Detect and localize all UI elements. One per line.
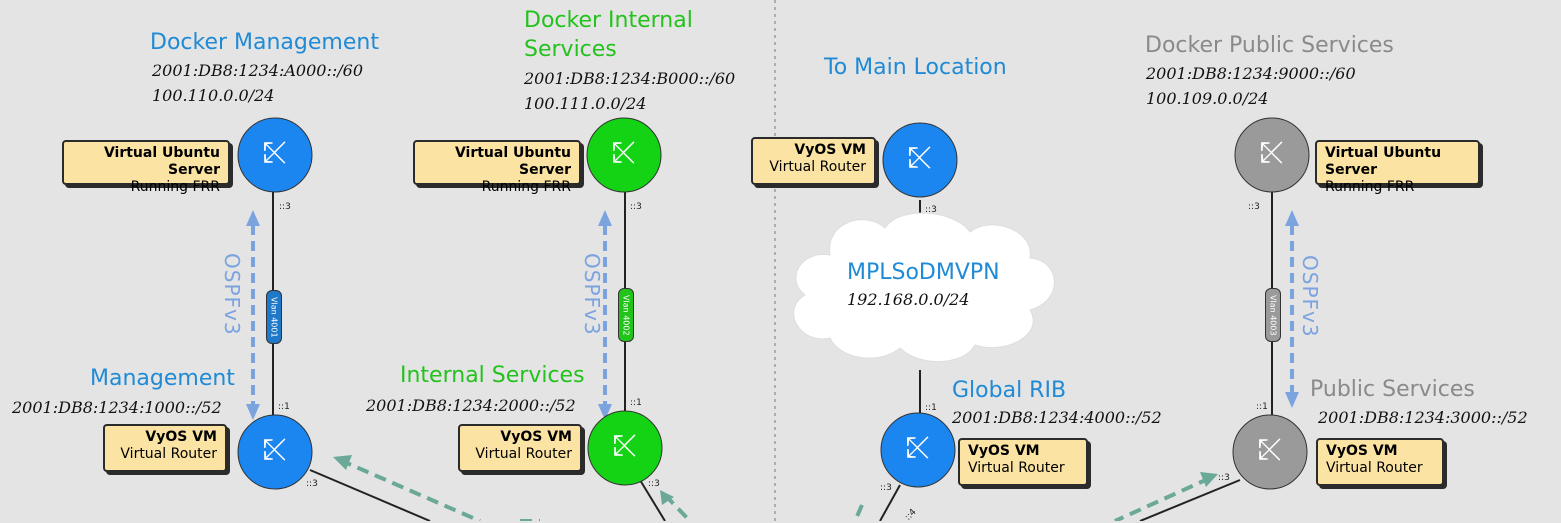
vrf-internal-prefix: 2001:DB8:1234:2000::/52: [366, 396, 576, 415]
router-public-bottom: ⤪: [1232, 414, 1308, 490]
cloud-subnet: 192.168.0.0/24: [847, 290, 970, 309]
port-label: ::1: [1256, 402, 1268, 412]
zone-public-title: Docker Public Services: [1145, 33, 1394, 58]
port-label: ::3: [1218, 473, 1230, 483]
svg-text:⤪: ⤪: [263, 135, 287, 170]
vyos-box-line2: Virtual Router: [769, 159, 866, 175]
port-label: ::3: [1248, 202, 1260, 212]
zone-internal-title-2: Services: [524, 37, 617, 62]
vyos-box-line2: Virtual Router: [120, 446, 217, 462]
ubuntu-box-public: Virtual Ubuntu Server Running FRR: [1315, 140, 1480, 195]
router-public-top: ⤪: [1234, 117, 1310, 193]
vyos-box-mgmt: VyOS VM Virtual Router: [103, 424, 227, 472]
port-label: ::1: [925, 403, 937, 413]
port-label: ::1: [630, 398, 642, 408]
svg-text:⤪: ⤪: [612, 135, 636, 170]
mpls-cloud: [793, 212, 1055, 362]
port-label: ::3: [925, 205, 937, 215]
vlan-tag-internal: Vlan 4002: [618, 288, 634, 342]
vyos-box-line1: VyOS VM: [794, 142, 866, 158]
zone-internal-ipv6: 2001:DB8:1234:B000::/60: [524, 69, 736, 88]
vyos-box-line2: Virtual Router: [475, 446, 572, 462]
router-global: ⤪: [880, 412, 956, 488]
link-mgmt-down: [309, 469, 431, 521]
ubuntu-box-line2: Running FRR: [130, 179, 220, 195]
vyos-box-public: VyOS VM Virtual Router: [1316, 438, 1444, 486]
svg-text:⤪: ⤪: [908, 140, 932, 175]
port-label: ::3: [279, 202, 291, 212]
ubuntu-box-line2: Running FRR: [481, 179, 571, 195]
router-internal-top: ⤪: [586, 117, 662, 193]
port-label: ::1: [278, 402, 290, 412]
router-mgmt-bottom: ⤪: [237, 414, 313, 490]
vyos-box-internal: VyOS VM Virtual Router: [458, 424, 582, 472]
zone-internal-title-1: Docker Internal: [524, 8, 693, 33]
link-internal-down: [639, 479, 666, 521]
port-label: ::3: [630, 202, 642, 212]
vyos-box-line2: Virtual Router: [968, 460, 1065, 476]
vyos-box-line1: VyOS VM: [968, 443, 1040, 459]
ospf-label-public: OSPFv3: [1298, 255, 1322, 338]
vrf-internal-title: Internal Services: [400, 363, 585, 388]
router-main: ⤪: [882, 122, 958, 198]
svg-text:⤪: ⤪: [263, 432, 287, 467]
vyos-box-line2: Virtual Router: [1326, 460, 1423, 476]
vrf-global-prefix: 2001:DB8:1234:4000::/52: [952, 408, 1162, 427]
port-label: ::3: [306, 479, 318, 489]
vrf-management-title: Management: [90, 366, 235, 391]
zone-mgmt-ipv4: 100.110.0.0/24: [152, 86, 275, 105]
vyos-box-line1: VyOS VM: [500, 429, 572, 445]
svg-text:⤪: ⤪: [906, 430, 930, 465]
svg-text:⤪: ⤪: [1260, 135, 1284, 170]
svg-text:⤪: ⤪: [613, 428, 637, 463]
ospf-label-internal: OSPFv3: [580, 253, 604, 336]
ubuntu-box-line2: Running FRR: [1325, 179, 1415, 195]
zone-mgmt-ipv6: 2001:DB8:1234:A000::/60: [152, 61, 363, 80]
vrf-public-title: Public Services: [1310, 377, 1475, 402]
ubuntu-box-line1: Virtual Ubuntu Server: [1325, 145, 1442, 178]
vlan-tag-public: Vlan 4003: [1265, 288, 1281, 342]
ubuntu-box-internal: Virtual Ubuntu Server Running FRR: [413, 140, 581, 195]
ubuntu-box-line1: Virtual Ubuntu Server: [454, 145, 571, 178]
zone-main-title: To Main Location: [824, 55, 1007, 80]
link-global-down: [879, 484, 901, 521]
router-mgmt-top: ⤪: [237, 117, 313, 193]
ospf-label-mgmt: OSPFv3: [220, 253, 244, 336]
zone-public-ipv4: 100.109.0.0/24: [1146, 89, 1269, 108]
ubuntu-box-line1: Virtual Ubuntu Server: [103, 145, 220, 178]
vyos-box-line1: VyOS VM: [1326, 443, 1398, 459]
vyos-box-main: VyOS VM Virtual Router: [751, 137, 876, 185]
route-arrow-mgmt: [339, 458, 481, 521]
vrf-management-prefix: 2001:DB8:1234:1000::/52: [12, 398, 222, 417]
route-arrow-public: [1114, 476, 1211, 521]
cloud-title: MPLSoDMVPN: [847, 260, 1000, 285]
svg-text:⤪: ⤪: [1258, 432, 1282, 467]
link-public-down: [1139, 479, 1241, 521]
port-label: ::3: [648, 479, 660, 489]
router-internal-bottom: ⤪: [587, 410, 663, 486]
port-label: ::3: [880, 483, 892, 493]
ubuntu-box-mgmt: Virtual Ubuntu Server Running FRR: [62, 140, 230, 195]
zone-mgmt-title: Docker Management: [150, 30, 379, 55]
vrf-public-prefix: 2001:DB8:1234:3000::/52: [1318, 408, 1528, 427]
vrf-global-title: Global RIB: [952, 378, 1067, 403]
vyos-box-line1: VyOS VM: [145, 429, 217, 445]
zone-public-ipv6: 2001:DB8:1234:9000::/60: [1146, 64, 1356, 83]
zone-internal-ipv4: 100.111.0.0/24: [524, 94, 647, 113]
vlan-tag-mgmt: Vlan 4001: [266, 290, 282, 344]
vyos-box-global: VyOS VM Virtual Router: [958, 438, 1088, 486]
